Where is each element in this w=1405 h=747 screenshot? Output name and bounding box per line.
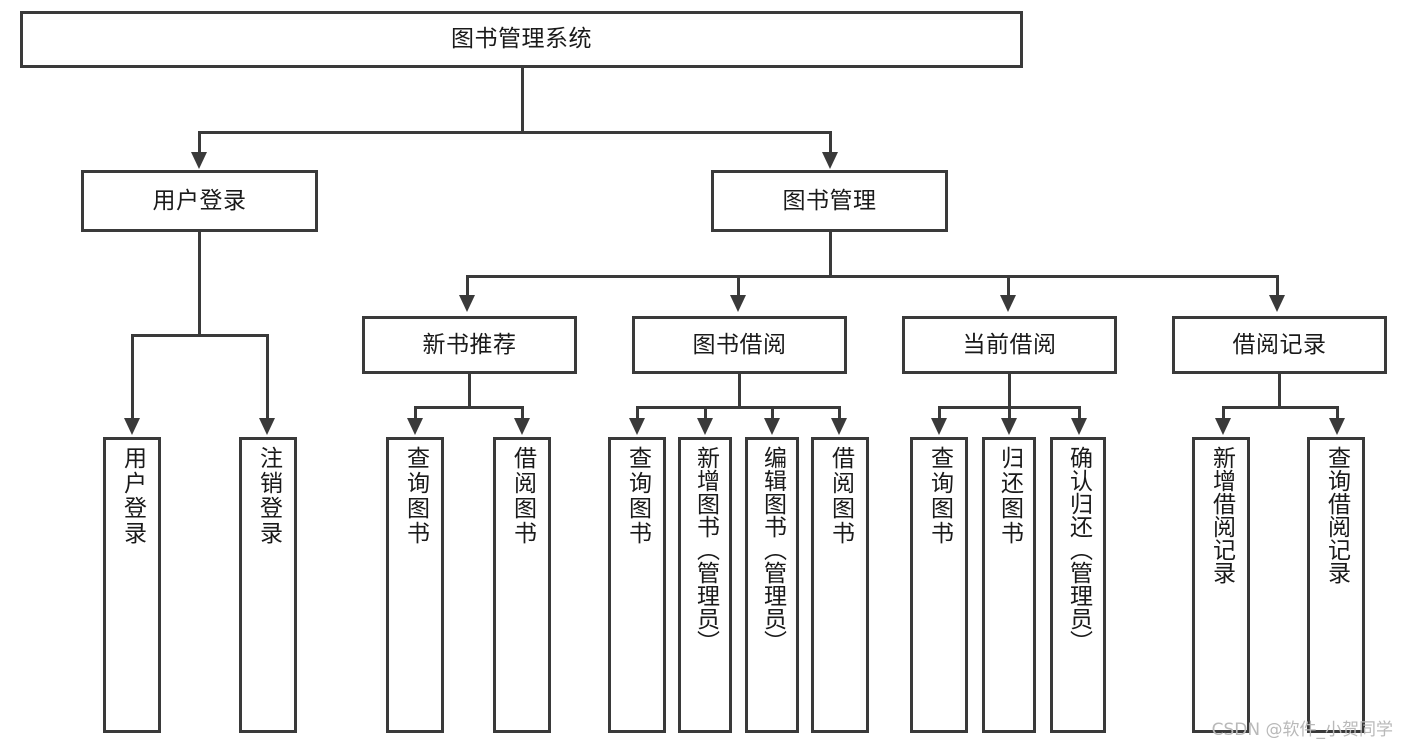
arrow-user-login-leaf-2 [259,418,275,435]
connector-book-borrow-drop-3 [771,406,774,420]
node-current-borrow[interactable]: 当前借阅 [902,316,1117,374]
leaf-new-book-query[interactable]: 查询图书 [386,437,444,733]
node-book-management[interactable]: 图书管理 [711,170,948,232]
leaf-add-book-admin[interactable]: 新增图书（管理员） [678,437,732,733]
arrow-borrow-records-leaf-2 [1329,418,1345,435]
connector-borrow-records-stem [1278,374,1281,408]
leaf-query-borrow-record-label: 查询借阅记录 [1323,446,1350,584]
node-borrow-records[interactable]: 借阅记录 [1172,316,1387,374]
arrow-new-book-leaf-1 [407,418,423,435]
node-book-borrow-label: 图书借阅 [692,331,787,358]
connector-book-mgmt-stem [829,232,832,277]
arrow-borrow-records-leaf-1 [1215,418,1231,435]
leaf-borrow-query[interactable]: 查询图书 [608,437,666,733]
node-new-book-recommend[interactable]: 新书推荐 [362,316,577,374]
connector-current-borrow-stem [1008,374,1011,408]
leaf-new-book-query-label: 查询图书 [402,446,429,546]
connector-book-mgmt-drop-3 [1007,275,1010,297]
connector-current-borrow-drop-3 [1078,406,1081,420]
arrow-book-mgmt-to-records [1269,295,1285,312]
connector-root-bar [198,131,832,134]
leaf-return-book-label: 归还图书 [996,446,1023,546]
arrow-current-borrow-leaf-3 [1071,418,1087,435]
node-book-borrow[interactable]: 图书借阅 [632,316,847,374]
connector-current-borrow-drop-2 [1008,406,1011,420]
connector-user-login-bar [131,334,269,337]
connector-borrow-records-drop-1 [1222,406,1225,420]
connector-book-mgmt-drop-2 [737,275,740,297]
connector-book-mgmt-drop-4 [1276,275,1279,297]
arrow-root-to-book-mgmt [822,152,838,169]
connector-book-borrow-stem [738,374,741,408]
arrow-book-borrow-leaf-4 [831,418,847,435]
connector-book-mgmt-drop-1 [466,275,469,297]
arrow-book-mgmt-to-borrow [730,295,746,312]
connector-user-login-drop-1 [131,334,134,420]
connector-book-borrow-drop-2 [704,406,707,420]
arrow-book-mgmt-to-current [1000,295,1016,312]
leaf-new-book-borrow[interactable]: 借阅图书 [493,437,551,733]
connector-root-to-user-login [198,131,201,154]
arrow-current-borrow-leaf-2 [1001,418,1017,435]
connector-new-book-bar [414,406,524,409]
leaf-add-book-admin-label: 新增图书（管理员） [692,446,719,653]
node-root[interactable]: 图书管理系统 [20,11,1023,68]
leaf-confirm-return-admin[interactable]: 确认归还（管理员） [1050,437,1106,733]
connector-root-to-book-mgmt [829,131,832,154]
leaf-borrow-book-label: 借阅图书 [827,446,854,546]
leaf-logout-label: 注销登录 [255,446,282,546]
node-current-borrow-label: 当前借阅 [962,331,1057,358]
arrow-current-borrow-leaf-1 [931,418,947,435]
connector-book-borrow-bar [636,406,840,409]
node-book-management-label: 图书管理 [782,187,877,214]
csdn-watermark: CSDN @软件_小贺同学 [1211,720,1393,740]
leaf-return-book[interactable]: 归还图书 [982,437,1036,733]
connector-user-login-drop-2 [266,334,269,420]
node-root-label: 图书管理系统 [451,26,592,53]
leaf-new-book-borrow-label: 借阅图书 [509,446,536,546]
connector-user-login-stem [198,232,201,336]
leaf-add-borrow-record[interactable]: 新增借阅记录 [1192,437,1250,733]
arrow-book-borrow-leaf-1 [629,418,645,435]
leaf-confirm-return-admin-label: 确认归还（管理员） [1065,446,1092,653]
connector-book-borrow-drop-4 [838,406,841,420]
arrow-new-book-leaf-2 [514,418,530,435]
connector-new-book-drop-1 [414,406,417,420]
arrow-root-to-user-login [191,152,207,169]
connector-current-borrow-drop-1 [938,406,941,420]
node-new-book-recommend-label: 新书推荐 [422,331,517,358]
arrow-book-borrow-leaf-2 [697,418,713,435]
leaf-edit-book-admin[interactable]: 编辑图书（管理员） [745,437,799,733]
arrow-user-login-leaf-1 [124,418,140,435]
leaf-user-login-label: 用户登录 [119,446,146,546]
leaf-query-borrow-record[interactable]: 查询借阅记录 [1307,437,1365,733]
connector-root-stem [521,68,524,133]
leaf-edit-book-admin-label: 编辑图书（管理员） [759,446,786,653]
leaf-borrow-book[interactable]: 借阅图书 [811,437,869,733]
node-user-login[interactable]: 用户登录 [81,170,318,232]
connector-new-book-drop-2 [521,406,524,420]
node-borrow-records-label: 借阅记录 [1232,331,1327,358]
connector-book-mgmt-bar [466,275,1279,278]
leaf-logout[interactable]: 注销登录 [239,437,297,733]
node-user-login-label: 用户登录 [152,187,247,214]
arrow-book-mgmt-to-new-book [459,295,475,312]
leaf-current-query-label: 查询图书 [926,446,953,546]
connector-borrow-records-bar [1222,406,1339,409]
leaf-user-login[interactable]: 用户登录 [103,437,161,733]
leaf-current-query[interactable]: 查询图书 [910,437,968,733]
leaf-add-borrow-record-label: 新增借阅记录 [1208,446,1235,584]
connector-new-book-stem [468,374,471,408]
arrow-book-borrow-leaf-3 [764,418,780,435]
connector-borrow-records-drop-2 [1336,406,1339,420]
leaf-borrow-query-label: 查询图书 [624,446,651,546]
connector-book-borrow-drop-1 [636,406,639,420]
